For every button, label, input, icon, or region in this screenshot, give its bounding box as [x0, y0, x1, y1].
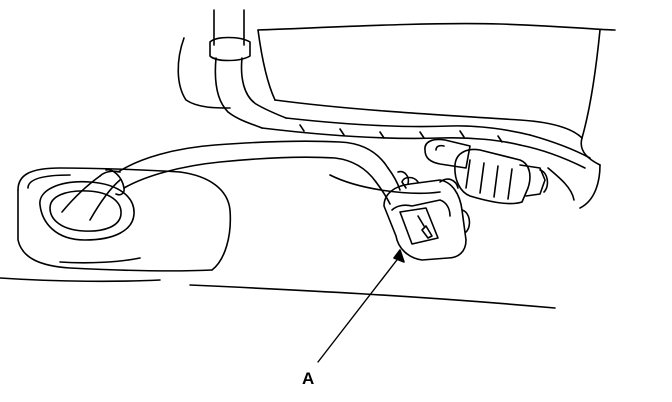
vertical-pipe [209, 9, 287, 129]
mating-connector [424, 138, 549, 205]
grommet [39, 168, 135, 241]
pump-harness [117, 140, 410, 205]
callout-leader [317, 249, 405, 363]
fuel-tank-housing [0, 167, 556, 309]
connector-a [383, 176, 471, 261]
upper-harness [261, 117, 591, 169]
callout-label-a: A [302, 369, 314, 388]
body-panel [177, 22, 616, 209]
